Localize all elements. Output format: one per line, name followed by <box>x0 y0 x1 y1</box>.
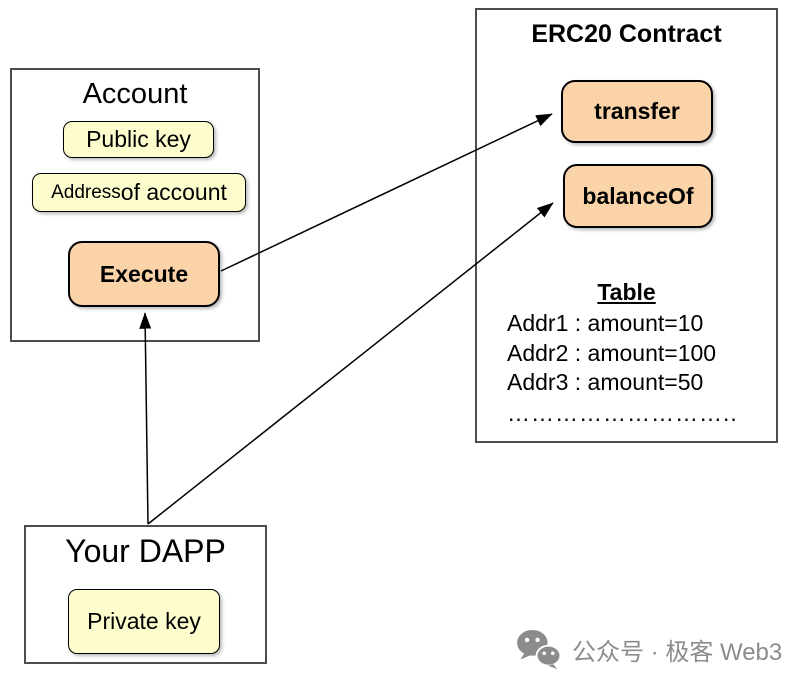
your-dapp-box: Your DAPP Private key <box>24 525 267 664</box>
table-row: Addr3 : amount=50 <box>507 369 704 395</box>
transfer-method-pill: transfer <box>561 80 713 143</box>
balanceof-method-pill: balanceOf <box>563 164 713 228</box>
execute-label: Execute <box>99 260 189 287</box>
address-label-rest: of account <box>120 179 227 205</box>
erc20-contract-title: ERC20 Contract <box>531 20 722 48</box>
table-row: Addr1 : amount=10 <box>507 310 704 336</box>
address-of-account-pill: Address of account <box>32 173 246 212</box>
table-row: Addr2 : amount=100 <box>507 339 717 366</box>
public-key-pill: Public key <box>63 121 214 158</box>
transfer-label: transfer <box>594 98 680 124</box>
account-box: Account Public key Address of account Ex… <box>10 68 260 342</box>
wechat-icon <box>517 629 562 669</box>
your-dapp-title: Your DAPP <box>65 533 226 569</box>
account-title: Account <box>82 78 188 110</box>
balanceof-label: balanceOf <box>582 182 694 209</box>
public-key-label: Public key <box>86 126 191 152</box>
address-label-small: Address <box>51 181 121 203</box>
arrow-dapp-to-execute <box>139 312 152 525</box>
erc20-contract-box: ERC20 Contract transfer balanceOf Table … <box>475 8 778 443</box>
watermark-text: 公众号 · 极客 Web3 <box>572 638 783 666</box>
watermark: 公众号 · 极客 Web3 <box>516 626 782 672</box>
private-key-label: Private key <box>87 608 201 634</box>
table-title: Table <box>597 279 656 305</box>
execute-pill: Execute <box>68 241 220 307</box>
balance-table: Addr1 : amount=10 Addr2 : amount=100 Add… <box>507 309 716 398</box>
private-key-pill: Private key <box>68 589 220 654</box>
table-ellipsis: ……………………….. <box>507 400 738 426</box>
